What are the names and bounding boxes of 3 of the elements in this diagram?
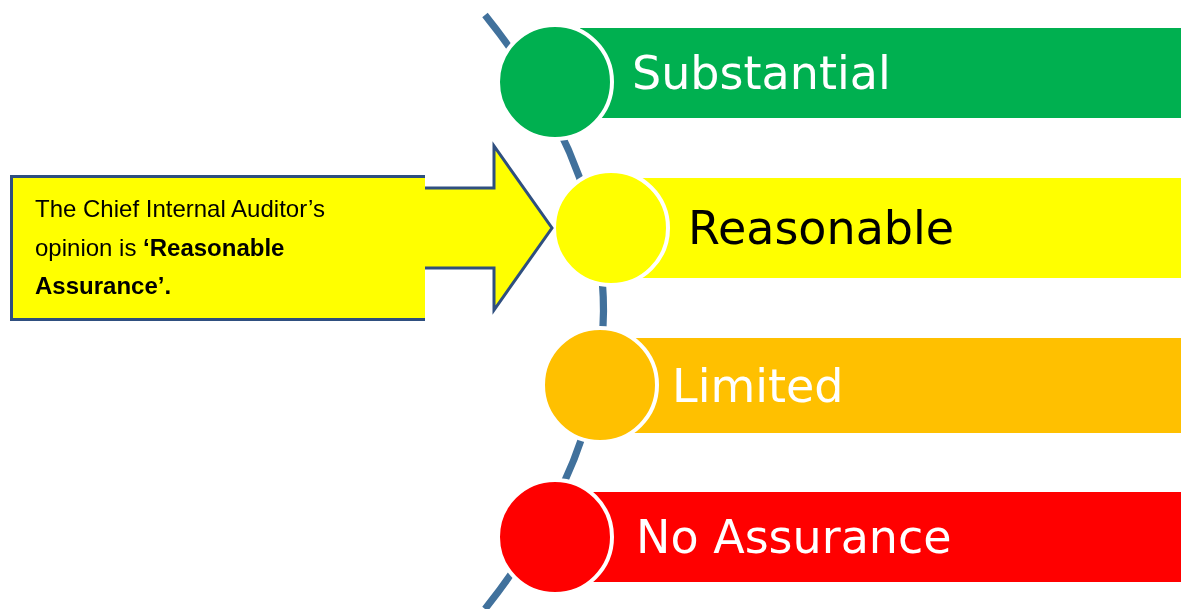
callout-text: The Chief Internal Auditor’s opinion is ‘Reasonable Assurance’. (35, 194, 326, 302)
callout-box (10, 175, 425, 321)
block-arrow (423, 141, 554, 315)
